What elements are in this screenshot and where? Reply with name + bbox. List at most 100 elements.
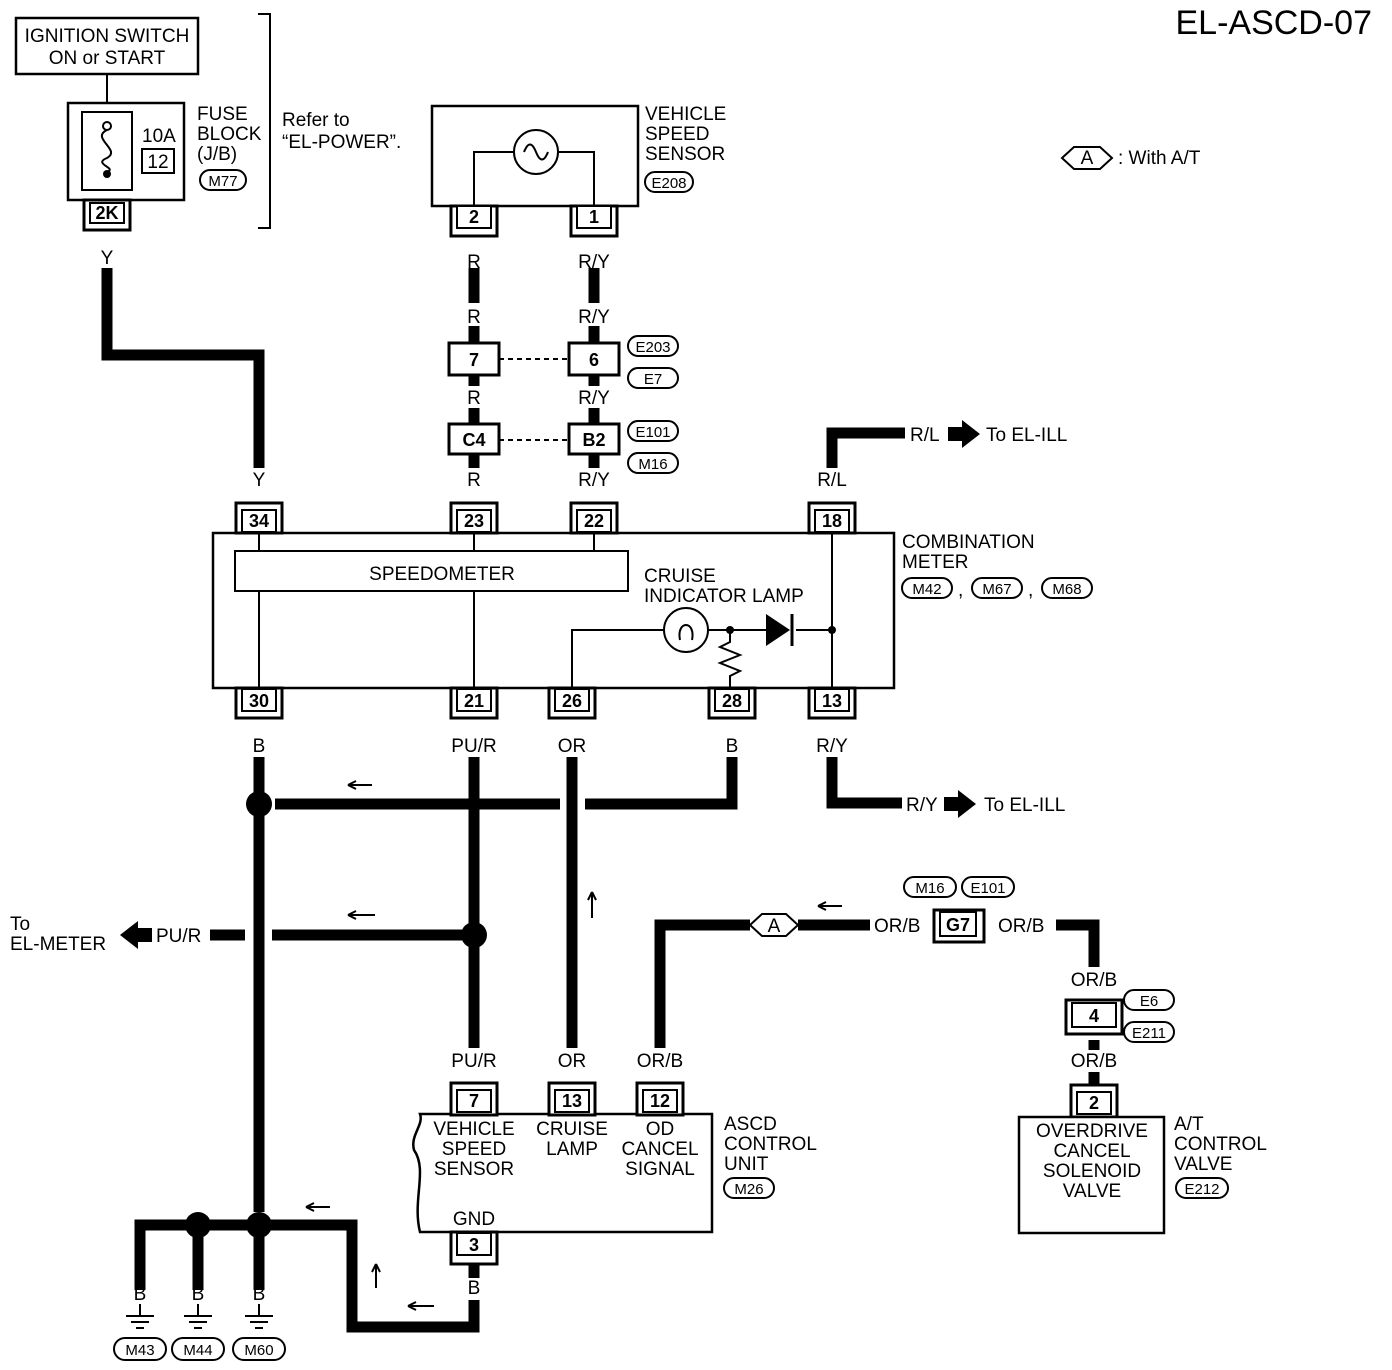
solenoid-label-1: OVERDRIVE <box>1036 1121 1148 1142</box>
meter-pin-30: 30 <box>249 691 269 711</box>
at-pin-4: 4 <box>1089 1006 1099 1026</box>
fuse-terminal-top <box>102 121 112 131</box>
ignition-switch: IGNITION SWITCH ON or START <box>14 16 200 76</box>
meter-internal-wiring <box>258 533 833 688</box>
connector-e101-badge <box>627 420 679 442</box>
wire-label-ry-1: R/Y <box>578 252 610 273</box>
ascd-pin-3-box <box>456 1232 492 1256</box>
joint-pin-b2: B2 <box>582 430 605 450</box>
at-symbol-shape <box>748 913 800 937</box>
od-solenoid: 2 OVERDRIVE CANCEL SOLENOID VALVE A/T CO… <box>1017 1083 1267 1235</box>
at-symbol: A <box>768 916 781 937</box>
at-pin-g7-box <box>939 911 977 937</box>
meter-pin-26-box <box>554 688 590 712</box>
wire-rl <box>826 427 905 468</box>
connector-e208: E208 <box>651 175 686 192</box>
ascd-od-3: SIGNAL <box>625 1159 695 1180</box>
flow-arrows <box>305 780 842 1311</box>
el-meter-line2: EL-METER <box>10 934 106 955</box>
solenoid-label-2: CANCEL <box>1053 1141 1130 1162</box>
connector-m77: M77 <box>208 173 237 190</box>
connector-m16: M16 <box>638 456 667 473</box>
fuse-number: 12 <box>147 152 168 173</box>
ascd-pin-13-box <box>554 1089 590 1113</box>
ascd-lamp-1: CRUISE <box>536 1119 608 1140</box>
at-pin-g7: G7 <box>946 915 970 935</box>
legend: A : With A/T <box>1060 146 1201 170</box>
flow-arrow-icon-4 <box>817 901 842 911</box>
el-meter-arrow-icon <box>120 921 152 949</box>
connector-m43-badge <box>113 1337 167 1361</box>
cruise-lamp-label-2: INDICATOR LAMP <box>644 586 804 607</box>
meter-bottom-wire-30: B <box>253 736 266 757</box>
ascd-od-2: CANCEL <box>621 1139 698 1160</box>
meter-bottom-wire-28: B <box>726 736 739 757</box>
vss-pin-1-box <box>576 205 612 229</box>
splice-ground-1 <box>185 1212 211 1238</box>
meter-top-wire-18: R/L <box>817 470 847 491</box>
vss-pin-1: 1 <box>589 207 599 227</box>
ill-top-wire: R/L <box>910 425 940 446</box>
connector-e211: E211 <box>1132 1025 1166 1042</box>
vss-pin-2-box <box>456 205 492 229</box>
joint-e203: 7 6 E203 E7 <box>447 335 679 389</box>
ill-bottom-arrow-icon <box>944 790 976 818</box>
connector-e203-badge <box>627 335 679 357</box>
wire-orb-b <box>1056 919 1100 967</box>
fuse-outline <box>81 111 133 191</box>
at-wire-right: OR/B <box>998 916 1044 937</box>
flow-arrow-icon-6 <box>371 1263 381 1288</box>
ignition-switch-box <box>14 16 200 76</box>
joint-pin-6-outline <box>567 341 621 377</box>
meter-label-1: COMBINATION <box>902 532 1035 553</box>
speedometer-box <box>234 550 629 592</box>
connector-m16-at: M16 <box>915 880 944 897</box>
wire-label-ry-4: R/Y <box>578 470 610 491</box>
vss-label-3: SENSOR <box>645 144 725 165</box>
connector-m16-badge <box>627 452 679 474</box>
wire-label-r-3: R <box>467 388 481 409</box>
ascd-pin-3: 3 <box>469 1235 479 1255</box>
meter-pin-34-box <box>241 509 277 533</box>
ascd-control-unit: PU/R OR OR/B 7 13 12 VEHICLE SPEED SENSO… <box>412 1051 817 1299</box>
joint-pin-c4-outline <box>447 422 501 456</box>
vss-sine-wave <box>523 143 549 161</box>
connector-m77-badge <box>199 169 247 191</box>
vss-label-1: VEHICLE <box>645 104 726 125</box>
diode-icon <box>766 614 790 646</box>
joint-pin-6: 6 <box>589 350 599 370</box>
connector-m26: M26 <box>734 1181 763 1198</box>
at-path: A OR/B G7 M16 E101 OR/B OR/B 4 E6 E211 O… <box>748 876 1175 1072</box>
meter-pin-30-box <box>241 688 277 712</box>
at-pin-4-box <box>1071 1002 1117 1028</box>
connector-m42-badge <box>901 577 953 599</box>
ignition-line1: IGNITION SWITCH <box>25 26 190 47</box>
ground-m60-icon <box>245 1304 273 1329</box>
flow-arrow-icon-2 <box>347 910 375 920</box>
meter-pin-34: 34 <box>249 511 269 531</box>
wire-ground-bus <box>134 1219 480 1333</box>
fuse-number-box <box>141 148 175 174</box>
ascd-label-2: CONTROL <box>724 1134 817 1155</box>
legend-symbol-shape <box>1060 146 1114 170</box>
fuse-block-label-2: BLOCK <box>197 124 262 145</box>
meter-pin-21-box <box>456 688 492 712</box>
ascd-wire-12: OR/B <box>637 1051 683 1072</box>
ascd-vss-3: SENSOR <box>434 1159 514 1180</box>
flow-arrow-icon-7 <box>407 1301 434 1311</box>
wire-label-r-2: R <box>467 307 481 328</box>
meter-pin-22: 22 <box>584 511 604 531</box>
wire-label-r-1: R <box>467 252 481 273</box>
el-meter-wire: PU/R <box>156 926 201 947</box>
ascd-vss-1: VEHICLE <box>433 1119 514 1140</box>
ascd-od-1: OD <box>646 1119 675 1140</box>
joint-e101: C4 B2 E101 M16 <box>447 420 679 474</box>
meter-bottom-pins: 30 21 26 28 13 B PU/R OR B R/Y <box>234 686 857 757</box>
connector-e7: E7 <box>644 371 662 388</box>
joint-pin-c4: C4 <box>462 430 485 450</box>
meter-top-wire-34: Y <box>253 470 266 491</box>
wire-b-cross-b <box>585 757 738 810</box>
pin-2k: 2K <box>95 203 118 223</box>
flow-arrow-icon-5 <box>305 1202 330 1212</box>
ascd-vss-2: SPEED <box>442 1139 506 1160</box>
